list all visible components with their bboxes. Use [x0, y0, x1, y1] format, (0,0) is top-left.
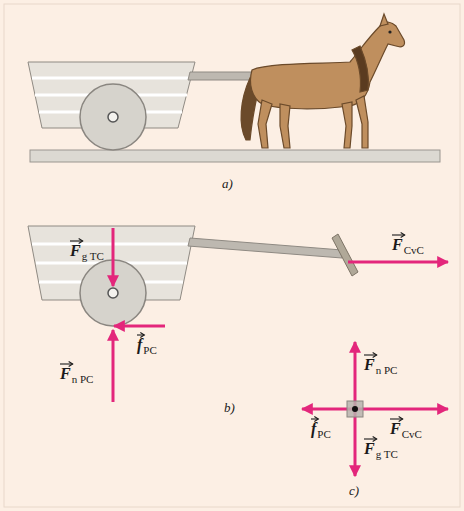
force-arrow: [114, 325, 165, 328]
vector-arrow: [364, 354, 377, 355]
force-symbol: F: [390, 421, 401, 437]
force-subscript: g TC: [376, 449, 398, 460]
force-arrow: [354, 342, 357, 409]
force-subscript: PC: [317, 429, 330, 440]
vector-arrow: [60, 363, 73, 364]
panel-label: b): [224, 401, 235, 414]
shaft: [188, 238, 342, 258]
horse-ear: [380, 14, 388, 26]
force-arrow: [354, 409, 357, 476]
panel-label: a): [222, 177, 233, 190]
vector-arrow: [392, 234, 405, 235]
force-subscript: CvC: [402, 429, 422, 440]
force-arrow: [348, 261, 448, 264]
ground: [30, 150, 440, 162]
force-symbol: f: [311, 421, 316, 437]
particle-point: [352, 406, 358, 412]
vector-signs: [60, 233, 405, 442]
force-symbol: F: [364, 357, 375, 373]
force-subscript: PC: [143, 345, 156, 356]
wheel-hub: [108, 288, 118, 298]
cart: [28, 226, 358, 326]
force-subscript: CvC: [404, 245, 424, 256]
vector-arrow: [364, 438, 377, 439]
force-arrow: [355, 408, 448, 411]
particle-box: [347, 401, 363, 417]
horse-leg: [356, 96, 368, 148]
force-subscript: n PC: [376, 365, 398, 376]
force-arrow: [112, 330, 115, 402]
horse-collar: [352, 46, 369, 92]
wheel-hub: [108, 112, 118, 122]
vector-arrow: [70, 240, 83, 241]
force-arrow: [112, 228, 115, 286]
horse-eye: [388, 30, 391, 33]
force-subscript: n PC: [72, 374, 94, 385]
horse-leg: [258, 100, 272, 148]
wheel: [80, 84, 146, 150]
frame: [4, 4, 460, 507]
cart-body: [28, 226, 195, 300]
force-symbol: F: [392, 237, 403, 253]
horse-body: [250, 22, 404, 109]
force-symbol: f: [137, 337, 142, 353]
force-symbol: F: [60, 366, 71, 382]
vector-arrow: [390, 418, 403, 419]
horse-leg: [342, 102, 352, 148]
cart-plank: [32, 77, 191, 80]
horse: [241, 14, 404, 148]
panel-label: c): [349, 484, 359, 497]
force-subscript: g TC: [82, 251, 104, 262]
horse-leg: [280, 104, 290, 148]
force-arrows: [302, 342, 448, 476]
shaft-yoke: [332, 234, 358, 276]
force-symbol: F: [364, 441, 375, 457]
force-symbol: F: [70, 243, 81, 259]
force-arrows: [113, 228, 448, 402]
